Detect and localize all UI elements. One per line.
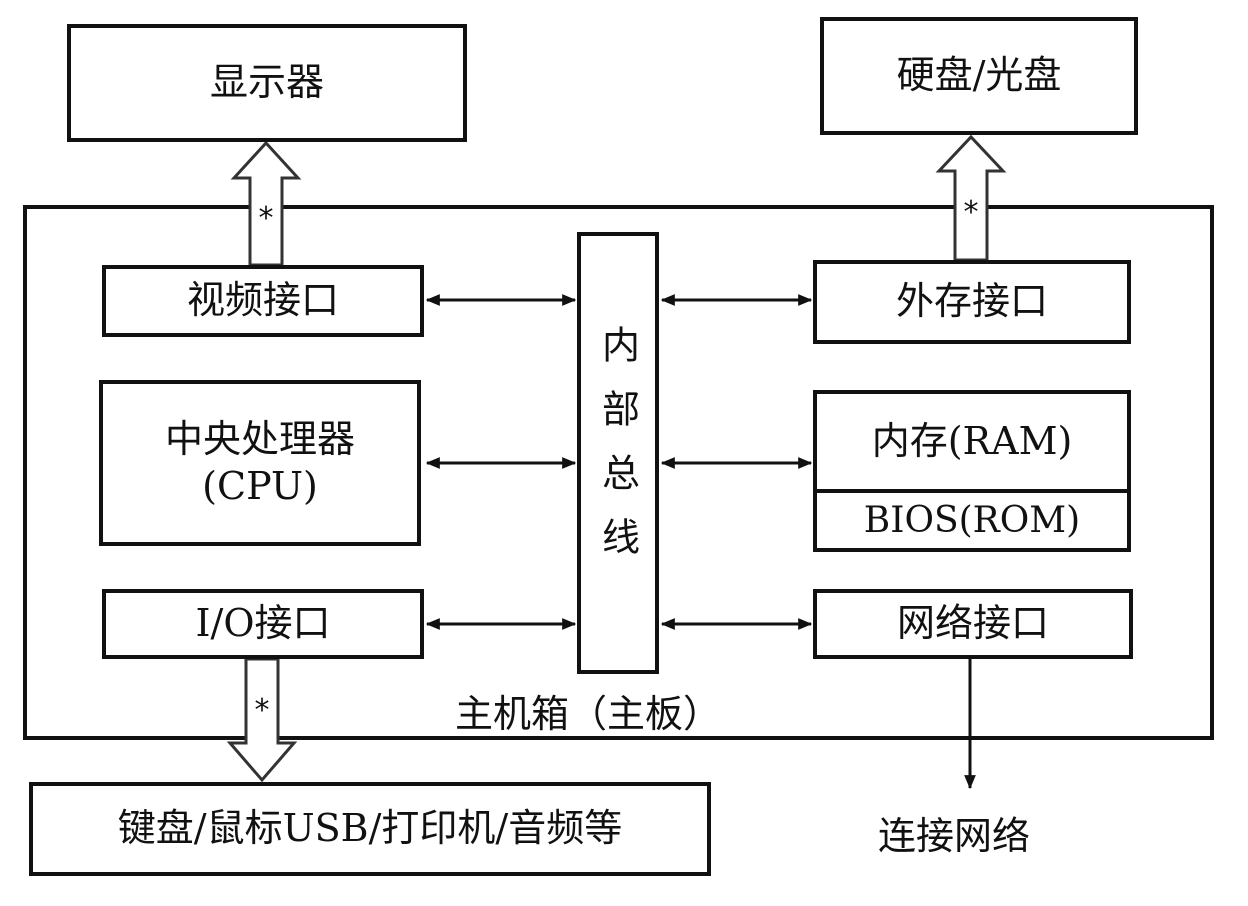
io-interface-label: I/O接口 <box>195 601 331 646</box>
network-interface-box: 网络接口 <box>813 589 1133 659</box>
video-interface-label: 视频接口 <box>186 278 339 323</box>
external-storage-interface-box: 外存接口 <box>813 260 1131 344</box>
bios-box: BIOS(ROM) <box>813 489 1131 552</box>
cpu-label-line2: (CPU) <box>202 464 318 508</box>
hollow-arrow-to-peripherals <box>226 657 298 783</box>
peripherals-box: 键盘/鼠标USB/打印机/音频等 <box>29 782 711 876</box>
storage-label: 硬盘/光盘 <box>896 53 1062 98</box>
connect-network-label: 连接网络 <box>878 814 1031 858</box>
io-interface-box: I/O接口 <box>102 589 424 659</box>
chassis-label: 主机箱（主板） <box>455 692 722 736</box>
cpu-box: 中央处理器 (CPU) <box>99 380 421 546</box>
storage-box: 硬盘/光盘 <box>820 17 1138 135</box>
internal-bus-box: 内部总线 <box>577 232 659 674</box>
internal-bus-label: 内部总线 <box>595 325 640 581</box>
chassis-border <box>23 205 1214 740</box>
ram-box: 内存(RAM) <box>813 390 1131 494</box>
hollow-arrow-mark-display: * <box>259 201 274 236</box>
hollow-arrow-mark-storage: * <box>964 195 979 230</box>
hollow-arrow-to-storage <box>935 134 1007 262</box>
ram-label: 内存(RAM) <box>871 419 1073 464</box>
hollow-arrow-mark-peripherals: * <box>255 693 270 728</box>
network-interface-label: 网络接口 <box>896 601 1049 646</box>
external-storage-interface-label: 外存接口 <box>895 279 1048 324</box>
display-label: 显示器 <box>209 60 324 105</box>
bios-label: BIOS(ROM) <box>863 500 1081 541</box>
display-box: 显示器 <box>67 24 467 142</box>
peripherals-label: 键盘/鼠标USB/打印机/音频等 <box>117 806 623 851</box>
hollow-arrow-to-display <box>230 140 302 267</box>
cpu-label-line1: 中央处理器 <box>164 416 355 461</box>
video-interface-box: 视频接口 <box>102 265 424 337</box>
